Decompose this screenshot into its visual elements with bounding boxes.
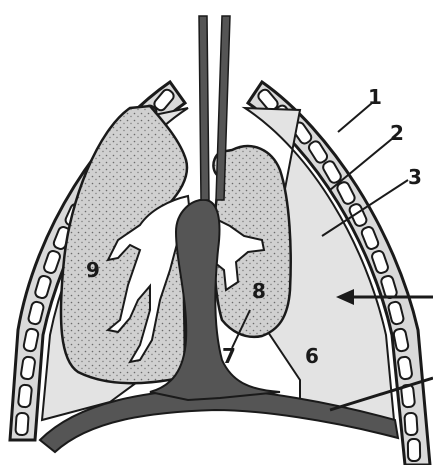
rib-segment bbox=[20, 356, 35, 380]
label-2: 2 bbox=[390, 121, 404, 145]
label-8: 8 bbox=[252, 279, 266, 303]
rib-segment bbox=[397, 356, 412, 380]
rib-segment bbox=[404, 413, 417, 436]
label-3: 3 bbox=[408, 165, 422, 189]
rib-segment bbox=[18, 384, 32, 407]
label-7: 7 bbox=[222, 344, 236, 368]
rib-segment bbox=[408, 439, 420, 461]
label-9: 9 bbox=[86, 258, 100, 282]
rib-segment bbox=[15, 413, 28, 436]
label-6: 6 bbox=[305, 344, 319, 368]
label-1: 1 bbox=[368, 85, 382, 109]
